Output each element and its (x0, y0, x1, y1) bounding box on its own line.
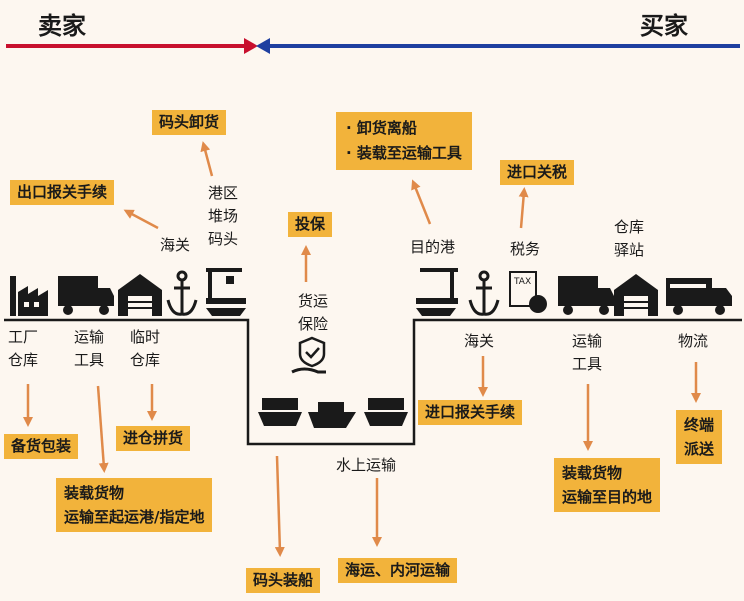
anchor-icon (166, 270, 198, 316)
port-crane-icon (206, 268, 246, 316)
load-goods-right-box: 装载货物运输至目的地 (554, 458, 661, 512)
tax-label: 税务 (510, 240, 541, 258)
customs-right-label: 海关 (464, 332, 495, 350)
port-crane-icon (416, 268, 458, 316)
import-tax-box: 进口关税 (500, 160, 575, 185)
buyer-arrow (256, 38, 740, 54)
logistics-truck-icon (666, 278, 732, 315)
insurance-shield-icon (291, 336, 326, 374)
svg-text:TAX: TAX (513, 277, 531, 287)
ship-icon (258, 398, 408, 428)
unload-ship-box: · 卸货离船· 装载至运输工具 (336, 112, 472, 170)
warehouse-icon (118, 274, 162, 316)
import-customs-box: 进口报关手续 (418, 400, 523, 425)
flow-arrows (23, 141, 701, 557)
transport-right-label: 运输工具 (572, 332, 603, 373)
route-line (4, 318, 742, 446)
truck-icon (558, 276, 614, 315)
factory-icon (10, 276, 48, 316)
dest-port-label: 目的港 (410, 238, 456, 256)
factory-warehouse-label: 工厂仓库 (8, 328, 39, 369)
port-yard-label: 港区堆场码头 (208, 184, 239, 248)
warehouse-icon (614, 274, 658, 316)
seller-label: 卖家 (38, 12, 86, 40)
logistics-label: 物流 (678, 332, 709, 350)
transport-tool-label: 运输工具 (74, 328, 105, 369)
export-customs-box: 出口报关手续 (10, 180, 115, 205)
water-transport-label: 水上运输 (336, 456, 397, 474)
anchor-icon (468, 270, 500, 316)
customs-left-label: 海关 (160, 236, 191, 254)
tax-icon: TAX (509, 271, 547, 313)
consolidate-box: 进仓拼货 (116, 426, 191, 451)
buyer-label: 买家 (640, 12, 688, 40)
insure-box: 投保 (288, 212, 333, 237)
sea-river-box: 海运、内河运输 (338, 558, 458, 583)
insurance-label: 货运保险 (298, 292, 329, 333)
seller-arrow (6, 38, 258, 54)
unload-dock-box: 码头卸货 (152, 110, 227, 135)
prepare-box: 备货包装 (4, 434, 79, 459)
dock-loading-box: 码头装船 (246, 568, 321, 593)
temp-warehouse-label: 临时仓库 (130, 328, 161, 369)
truck-icon (58, 276, 114, 315)
final-delivery-box: 终端派送 (676, 410, 723, 464)
load-goods-box: 装载货物运输至起运港/指定地 (56, 478, 213, 532)
warehouse-station-label: 仓库驿站 (614, 218, 645, 259)
